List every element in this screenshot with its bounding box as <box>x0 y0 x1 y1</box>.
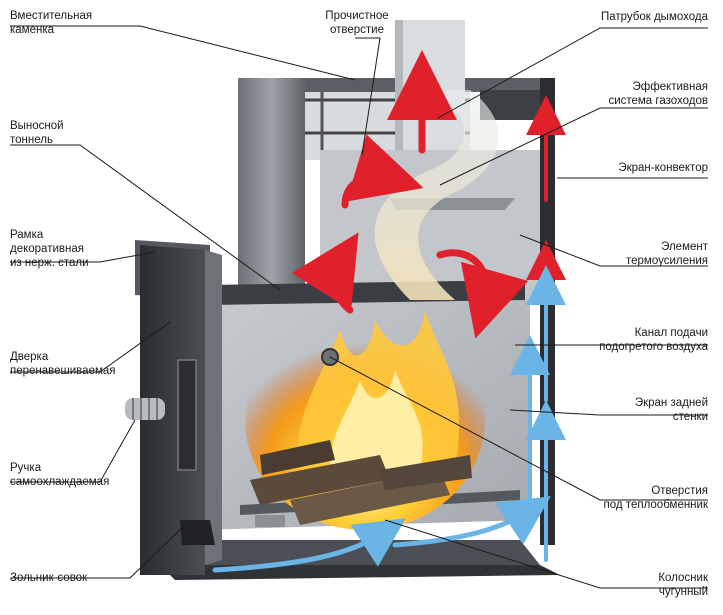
arrow-swirl-right <box>436 249 529 339</box>
firewood <box>250 440 472 525</box>
label-heat-holes: Отверстия под теплообменник <box>603 485 708 511</box>
label-thermo-element: Элемент термоусиления <box>625 241 708 267</box>
arrow-bottom-left <box>212 518 406 573</box>
label-stone-box: Вместительная каменка <box>10 10 93 36</box>
cold-flow-arrows <box>212 265 566 573</box>
label-air-channel: Канал подачи подогретого воздуха <box>599 327 708 353</box>
label-gas-ducts: Эффективная система газоходов <box>608 81 708 107</box>
label-ash-pan: Зольник-совок <box>10 572 88 584</box>
label-door: Дверка перенавешиваемая <box>10 351 116 377</box>
hot-gas-smoke <box>374 90 499 300</box>
leader-lines <box>10 25 708 589</box>
hot-flow-arrows <box>291 50 566 339</box>
arrow-bottom-right <box>392 496 551 548</box>
label-cleaning-hole: Прочистное отверстие <box>325 10 389 36</box>
handle-spring <box>125 398 165 420</box>
label-handle: Ручка самоохлаждаемая <box>10 462 110 488</box>
arrow-swirl-left <box>291 232 359 314</box>
label-tunnel: Выносной тоннель <box>10 120 64 146</box>
arrow-swirl-top <box>341 134 424 209</box>
label-flue-pipe: Патрубок дымохода <box>600 11 708 23</box>
label-frame: Рамка декоративная из нерж. стали <box>10 229 89 269</box>
label-rear-screen: Экран задней стенки <box>634 397 708 423</box>
label-convector: Экран-конвектор <box>618 162 708 174</box>
label-grate: Колосник чугунный <box>658 572 708 598</box>
